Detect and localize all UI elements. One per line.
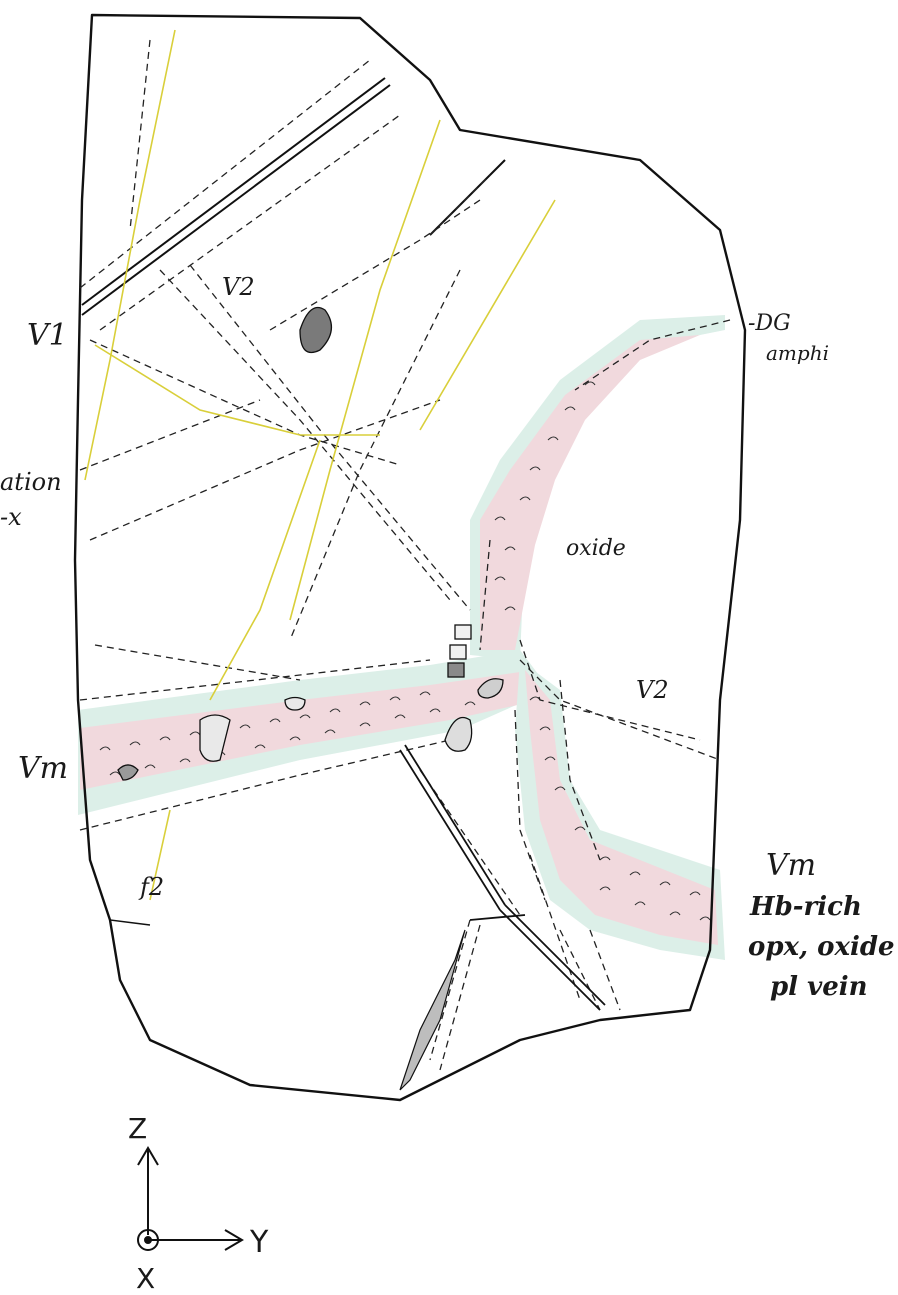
label-amphi: amphi xyxy=(766,341,829,365)
vm-vein-left xyxy=(78,650,550,815)
label-v2-upper: V2 xyxy=(222,273,255,301)
label-vm-right-line2: Hb-rich xyxy=(749,892,862,922)
grey-lens xyxy=(400,930,465,1090)
axis-x-label: X xyxy=(136,1262,155,1295)
label-v1: V1 xyxy=(27,318,68,353)
label-vm-right-line4: pl vein xyxy=(770,972,868,1002)
axis-z-label: Z xyxy=(128,1112,147,1145)
label-f2: f2 xyxy=(138,873,164,901)
vm-vein-right xyxy=(515,660,725,960)
label-dg: -DG xyxy=(748,311,791,336)
label-vm-left: Vm xyxy=(18,751,68,786)
v1-fracture xyxy=(82,78,505,315)
label-vm-right: Vm xyxy=(766,848,816,883)
vm-vein-upper xyxy=(470,315,725,660)
label-oxide: oxide xyxy=(566,536,626,561)
label-ation-sub: -x xyxy=(0,503,22,531)
label-vm-right-line3: opx, oxide xyxy=(748,932,895,962)
axis-y-label: Y xyxy=(249,1225,269,1260)
axis-triad xyxy=(138,1148,242,1250)
label-ation: ation xyxy=(0,468,62,496)
label-v2-right: V2 xyxy=(636,676,669,704)
